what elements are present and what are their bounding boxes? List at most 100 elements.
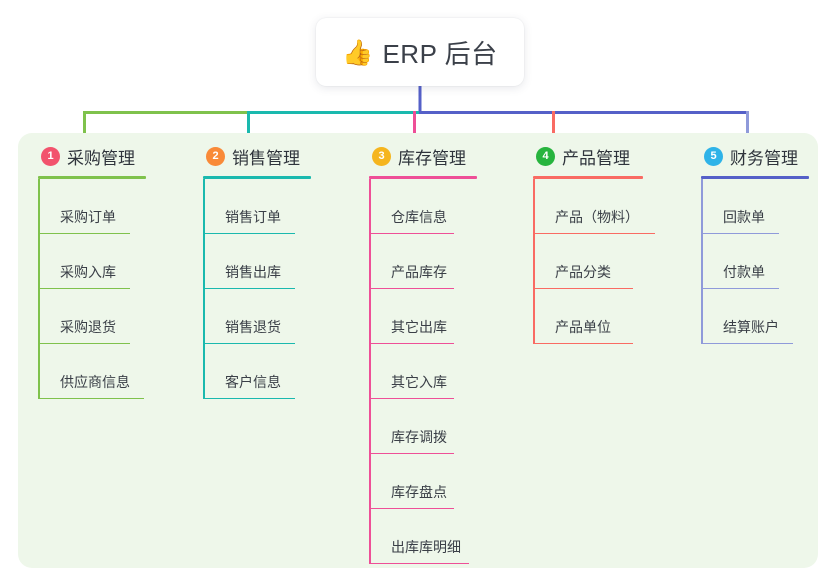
branch-badge-2: 2 — [206, 146, 225, 166]
list-item-label: 采购退货 — [60, 319, 116, 335]
list-item[interactable]: 产品（物料） — [533, 179, 693, 234]
branches-panel — [18, 133, 818, 568]
thumbs-up-icon: 👍 — [342, 38, 374, 67]
branch-header-3[interactable]: 3 库存管理 — [369, 143, 519, 169]
list-item[interactable]: 销售订单 — [203, 179, 351, 234]
branch-title-3: 库存管理 — [398, 148, 466, 168]
branch-column-5: 5 财务管理 回款单 付款单 结算账户 — [701, 143, 821, 344]
branch-items-4: 产品（物料） 产品分类 产品单位 — [533, 179, 693, 344]
branch-header-2[interactable]: 2 销售管理 — [203, 143, 351, 169]
branch-rule-4 — [533, 176, 643, 179]
branch-header-4[interactable]: 4 产品管理 — [533, 143, 693, 169]
list-item-label: 付款单 — [723, 264, 765, 280]
list-item-label: 供应商信息 — [60, 374, 130, 390]
list-item[interactable]: 产品库存 — [369, 234, 519, 289]
list-item-rule — [701, 232, 779, 234]
branch-spine-2 — [203, 179, 205, 399]
branch-badge-3: 3 — [372, 146, 391, 166]
list-item-rule — [203, 342, 295, 344]
list-item[interactable]: 采购入库 — [38, 234, 186, 289]
branch-column-4: 4 产品管理 产品（物料） 产品分类 产品单位 — [533, 143, 693, 344]
branch-badge-1: 1 — [41, 146, 60, 166]
list-item-rule — [369, 507, 454, 509]
list-item-rule — [533, 232, 655, 234]
branch-spine-3 — [369, 179, 371, 564]
list-item-label: 产品库存 — [391, 264, 447, 280]
list-item[interactable]: 库存调拨 — [369, 399, 519, 454]
branch-title-2: 销售管理 — [232, 148, 300, 168]
list-item-label: 回款单 — [723, 209, 765, 225]
list-item[interactable]: 出库库明细 — [369, 509, 519, 564]
list-item[interactable]: 销售退货 — [203, 289, 351, 344]
branch-rule-5 — [701, 176, 809, 179]
list-item[interactable]: 供应商信息 — [38, 344, 186, 399]
root-node[interactable]: 👍 ERP 后台 — [316, 18, 524, 86]
list-item[interactable]: 回款单 — [701, 179, 821, 234]
branch-header-1[interactable]: 1 采购管理 — [38, 143, 186, 169]
list-item[interactable]: 产品分类 — [533, 234, 693, 289]
list-item-rule — [533, 342, 633, 344]
branch-rule-1 — [38, 176, 146, 179]
branch-header-5[interactable]: 5 财务管理 — [701, 143, 821, 169]
list-item-label: 销售订单 — [225, 209, 281, 225]
branch-column-2: 2 销售管理 销售订单 销售出库 销售退货 客户信息 — [203, 143, 351, 399]
branch-title-1: 采购管理 — [67, 148, 135, 168]
branch-items-3: 仓库信息 产品库存 其它出库 其它入库 库存调拨 库存盘点 — [369, 179, 519, 564]
list-item-label: 采购订单 — [60, 209, 116, 225]
branch-title-4: 产品管理 — [562, 148, 630, 168]
branch-rule-2 — [203, 176, 311, 179]
list-item-rule — [369, 287, 454, 289]
branch-badge-5: 5 — [704, 146, 723, 166]
root-title: ERP 后台 — [382, 38, 498, 69]
branch-items-2: 销售订单 销售出库 销售退货 客户信息 — [203, 179, 351, 399]
list-item-label: 客户信息 — [225, 374, 281, 390]
list-item-rule — [203, 397, 295, 399]
list-item[interactable]: 其它入库 — [369, 344, 519, 399]
list-item-label: 其它入库 — [391, 374, 447, 390]
list-item[interactable]: 客户信息 — [203, 344, 351, 399]
list-item[interactable]: 仓库信息 — [369, 179, 519, 234]
list-item-rule — [203, 232, 295, 234]
list-item-rule — [38, 342, 130, 344]
list-item-rule — [38, 287, 130, 289]
list-item-rule — [38, 397, 144, 399]
list-item-label: 采购入库 — [60, 264, 116, 280]
list-item[interactable]: 付款单 — [701, 234, 821, 289]
list-item-rule — [369, 562, 469, 564]
list-item-label: 库存盘点 — [391, 484, 447, 500]
branch-title-5: 财务管理 — [730, 148, 798, 168]
list-item-rule — [38, 232, 130, 234]
list-item-label: 仓库信息 — [391, 209, 447, 225]
list-item-rule — [203, 287, 295, 289]
list-item[interactable]: 结算账户 — [701, 289, 821, 344]
branch-column-1: 1 采购管理 采购订单 采购入库 采购退货 供应商信息 — [38, 143, 186, 399]
list-item-label: 产品单位 — [555, 319, 611, 335]
list-item-rule — [369, 452, 454, 454]
branch-spine-5 — [701, 179, 703, 344]
branch-spine-1 — [38, 179, 40, 399]
list-item[interactable]: 产品单位 — [533, 289, 693, 344]
list-item-label: 库存调拨 — [391, 429, 447, 445]
list-item[interactable]: 采购退货 — [38, 289, 186, 344]
list-item-label: 产品分类 — [555, 264, 611, 280]
list-item-rule — [369, 232, 454, 234]
list-item-rule — [369, 397, 454, 399]
list-item-rule — [369, 342, 454, 344]
list-item-label: 产品（物料） — [555, 209, 639, 225]
list-item[interactable]: 销售出库 — [203, 234, 351, 289]
branch-items-1: 采购订单 采购入库 采购退货 供应商信息 — [38, 179, 186, 399]
list-item-label: 出库库明细 — [391, 539, 461, 555]
list-item-label: 销售出库 — [225, 264, 281, 280]
branch-badge-4: 4 — [536, 146, 555, 166]
list-item[interactable]: 采购订单 — [38, 179, 186, 234]
list-item[interactable]: 其它出库 — [369, 289, 519, 344]
branch-rule-3 — [369, 176, 477, 179]
list-item[interactable]: 库存盘点 — [369, 454, 519, 509]
branch-items-5: 回款单 付款单 结算账户 — [701, 179, 821, 344]
list-item-rule — [533, 287, 633, 289]
list-item-label: 其它出库 — [391, 319, 447, 335]
list-item-rule — [701, 287, 779, 289]
list-item-label: 结算账户 — [723, 319, 779, 335]
list-item-rule — [701, 342, 793, 344]
